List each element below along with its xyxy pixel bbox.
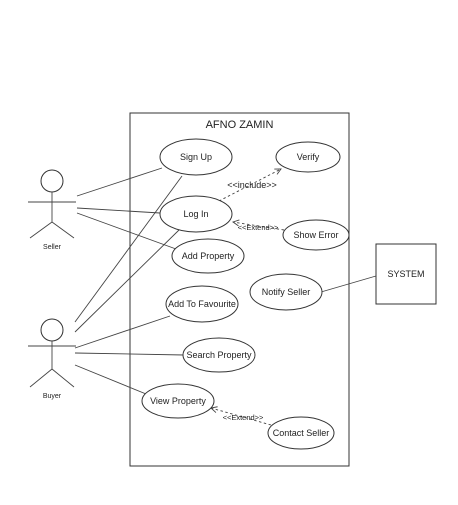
actor-system[interactable]: SYSTEM xyxy=(375,243,437,305)
actor-seller-label: Seller xyxy=(43,244,62,251)
extend-label-contact-seller: <<Extend>> xyxy=(223,413,264,422)
use-case-label: Add To Favourite xyxy=(168,299,236,309)
include-arrow xyxy=(218,168,282,202)
assoc-seller-signup xyxy=(76,167,163,197)
extend-arrow-contact-seller xyxy=(210,406,272,426)
use-case-label: Show Error xyxy=(293,230,338,240)
use-case-notify-seller[interactable]: Notify Seller xyxy=(249,273,323,311)
use-case-sign-up[interactable]: Sign Up xyxy=(159,138,233,176)
use-case-add-property[interactable]: Add Property xyxy=(171,238,245,274)
use-case-label: Log In xyxy=(183,209,208,219)
assoc-buyer-view xyxy=(74,364,152,397)
use-case-label: Sign Up xyxy=(180,152,212,162)
extend-arrow-show-error xyxy=(232,219,285,231)
actor-head xyxy=(40,169,64,193)
use-case-show-error[interactable]: Show Error xyxy=(282,219,350,251)
assoc-seller-addproperty xyxy=(76,212,177,250)
use-case-label: Verify xyxy=(297,152,320,162)
use-case-search-property[interactable]: Search Property xyxy=(182,337,256,373)
assoc-seller-login xyxy=(76,207,161,214)
assoc-buyer-login xyxy=(74,229,180,333)
use-case-label: Search Property xyxy=(186,350,252,360)
system-title: AFNO ZAMIN xyxy=(206,119,274,131)
assoc-buyer-search xyxy=(74,352,185,356)
use-case-label: Notify Seller xyxy=(262,287,311,297)
actor-system-label: SYSTEM xyxy=(387,269,424,279)
use-case-label: Add Property xyxy=(182,251,235,261)
actor-head xyxy=(40,318,64,342)
use-case-log-in[interactable]: Log In xyxy=(159,195,233,233)
actor-buyer[interactable]: Buyer xyxy=(28,318,76,400)
use-case-verify[interactable]: Verify xyxy=(275,141,341,173)
use-case-view-property[interactable]: View Property xyxy=(141,383,215,419)
actor-buyer-label: Buyer xyxy=(43,393,62,400)
use-case-label: View Property xyxy=(150,396,206,406)
use-case-contact-seller[interactable]: Contact Seller xyxy=(267,416,335,450)
use-case-add-to-favourite[interactable]: Add To Favourite xyxy=(165,285,239,323)
extend-label-show-error: <<Extend>> xyxy=(238,223,279,232)
assoc-buyer-favourite xyxy=(74,315,171,349)
assoc-notify-system xyxy=(320,275,377,293)
actor-seller[interactable]: Seller xyxy=(28,169,76,251)
assoc-buyer-signup xyxy=(74,175,183,323)
use-case-label: Contact Seller xyxy=(273,428,330,438)
include-label: <<include>> xyxy=(227,180,277,190)
